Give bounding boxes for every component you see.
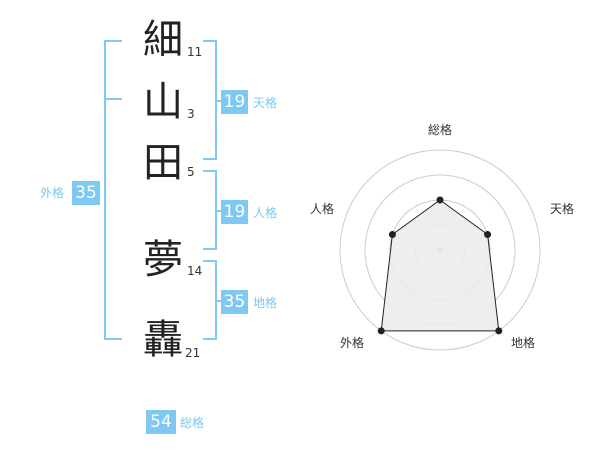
radar-axis-label-soukaku: 総格 bbox=[428, 123, 453, 137]
radar-ring-4 bbox=[339, 149, 541, 351]
jinkaku-bracket-tick bbox=[216, 210, 222, 212]
jinkaku-label: 人格 bbox=[253, 206, 278, 220]
chikaku-value-badge: 35 bbox=[221, 290, 248, 314]
radar-point-3 bbox=[377, 327, 385, 335]
stroke-count-1: 11 bbox=[187, 45, 203, 59]
gaikaku-bracket bbox=[104, 40, 122, 340]
radar-point-4 bbox=[388, 231, 396, 239]
name-char-3: 田 bbox=[143, 140, 183, 186]
name-char-1: 細 bbox=[143, 17, 183, 63]
radar-axis-label-gaikaku: 外格 bbox=[340, 336, 365, 350]
tenkaku-label: 天格 bbox=[253, 96, 278, 110]
gaikaku-bracket-tick bbox=[104, 98, 122, 100]
name-char-2: 山 bbox=[143, 79, 183, 125]
soukaku-label: 総格 bbox=[180, 416, 205, 430]
radar-point-2 bbox=[495, 327, 503, 335]
name-char-4: 夢 bbox=[143, 237, 183, 283]
chikaku-label: 地格 bbox=[253, 296, 278, 310]
radar-point-1 bbox=[484, 231, 492, 239]
tenkaku-bracket-tick bbox=[216, 100, 222, 102]
tenkaku-value-badge: 19 bbox=[221, 90, 248, 114]
chikaku-bracket-tick bbox=[216, 300, 222, 302]
stroke-count-4: 14 bbox=[187, 264, 203, 278]
stroke-count-5: 21 bbox=[185, 346, 201, 360]
radar-axis-label-chikaku: 地格 bbox=[511, 336, 536, 350]
gaikaku-value-badge: 35 bbox=[72, 181, 100, 205]
radar-axis-label-tenkaku: 天格 bbox=[550, 202, 575, 216]
gaikaku-label: 外格 bbox=[40, 186, 65, 200]
stroke-count-3: 5 bbox=[187, 165, 195, 179]
jinkaku-value-badge: 19 bbox=[221, 200, 248, 224]
radar-polygon bbox=[380, 199, 500, 332]
soukaku-value-badge: 54 bbox=[146, 410, 176, 434]
name-char-5: 轟 bbox=[143, 317, 183, 363]
radar-axis-label-jinkaku: 人格 bbox=[310, 202, 335, 216]
stroke-count-2: 3 bbox=[187, 107, 195, 121]
radar-point-0 bbox=[436, 196, 444, 204]
